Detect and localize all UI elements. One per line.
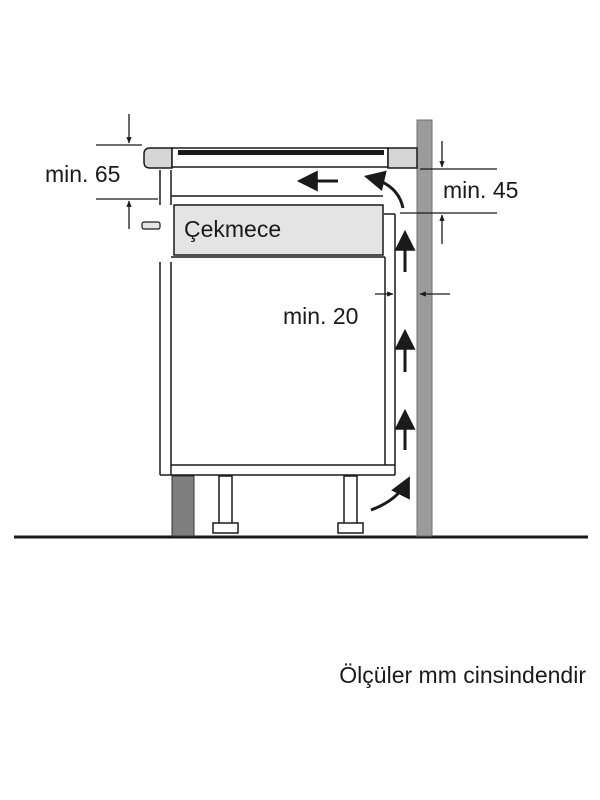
cabinet-legs	[212, 475, 364, 534]
min-45-label: min. 45	[443, 177, 518, 203]
plinth	[171, 475, 195, 537]
hob	[143, 147, 418, 169]
dimension-min-65	[96, 114, 158, 229]
drawer-knob	[141, 221, 161, 230]
wall	[416, 119, 433, 537]
drawer	[173, 204, 384, 256]
min-65-label: min. 65	[45, 161, 120, 187]
drawer-label: Çekmece	[184, 216, 281, 242]
min-20-label: min. 20	[283, 303, 358, 329]
cabinet-top-front	[159, 170, 383, 205]
airflow-arrows	[296, 170, 416, 512]
units-note: Ölçüler mm cinsindendir	[339, 662, 586, 688]
dimension-min-45	[400, 141, 497, 244]
